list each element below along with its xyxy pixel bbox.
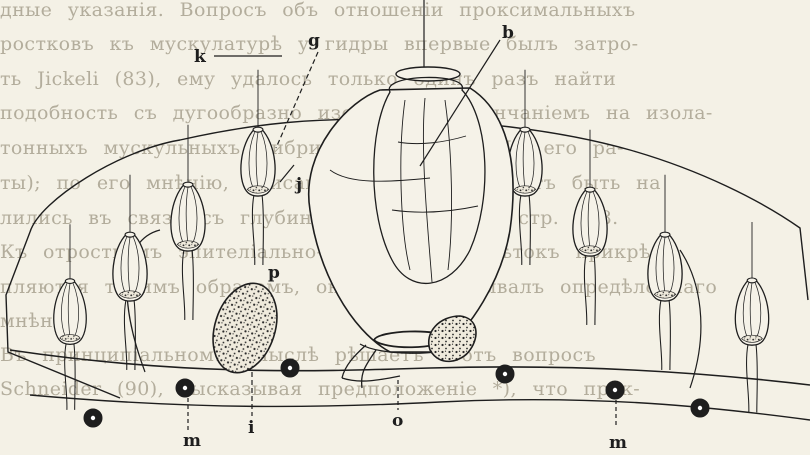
label-m-right: m — [609, 433, 627, 453]
large-nematocyst — [309, 0, 513, 388]
cnidocyte-2 — [113, 175, 147, 370]
label-o: o — [392, 411, 403, 431]
stippled-nucleus — [202, 275, 287, 381]
pointer-g — [276, 52, 318, 148]
label-k: k — [194, 47, 207, 67]
label-b: b — [502, 23, 514, 43]
cnidocyte-6 — [573, 130, 607, 325]
pointer-j — [280, 165, 294, 182]
label-j: j — [294, 175, 302, 195]
cnidocyte-4 — [241, 70, 275, 265]
mesogloea-upper — [10, 350, 810, 385]
label-m-left: m — [183, 431, 201, 451]
cnidocyte-3 — [171, 125, 205, 320]
cnidocyte-8 — [735, 222, 768, 412]
cnidocyte-5 — [508, 70, 542, 265]
cnidocyte-7 — [648, 175, 682, 370]
label-g: g — [308, 31, 320, 51]
label-i: i — [248, 418, 255, 438]
label-p: p — [268, 263, 280, 283]
